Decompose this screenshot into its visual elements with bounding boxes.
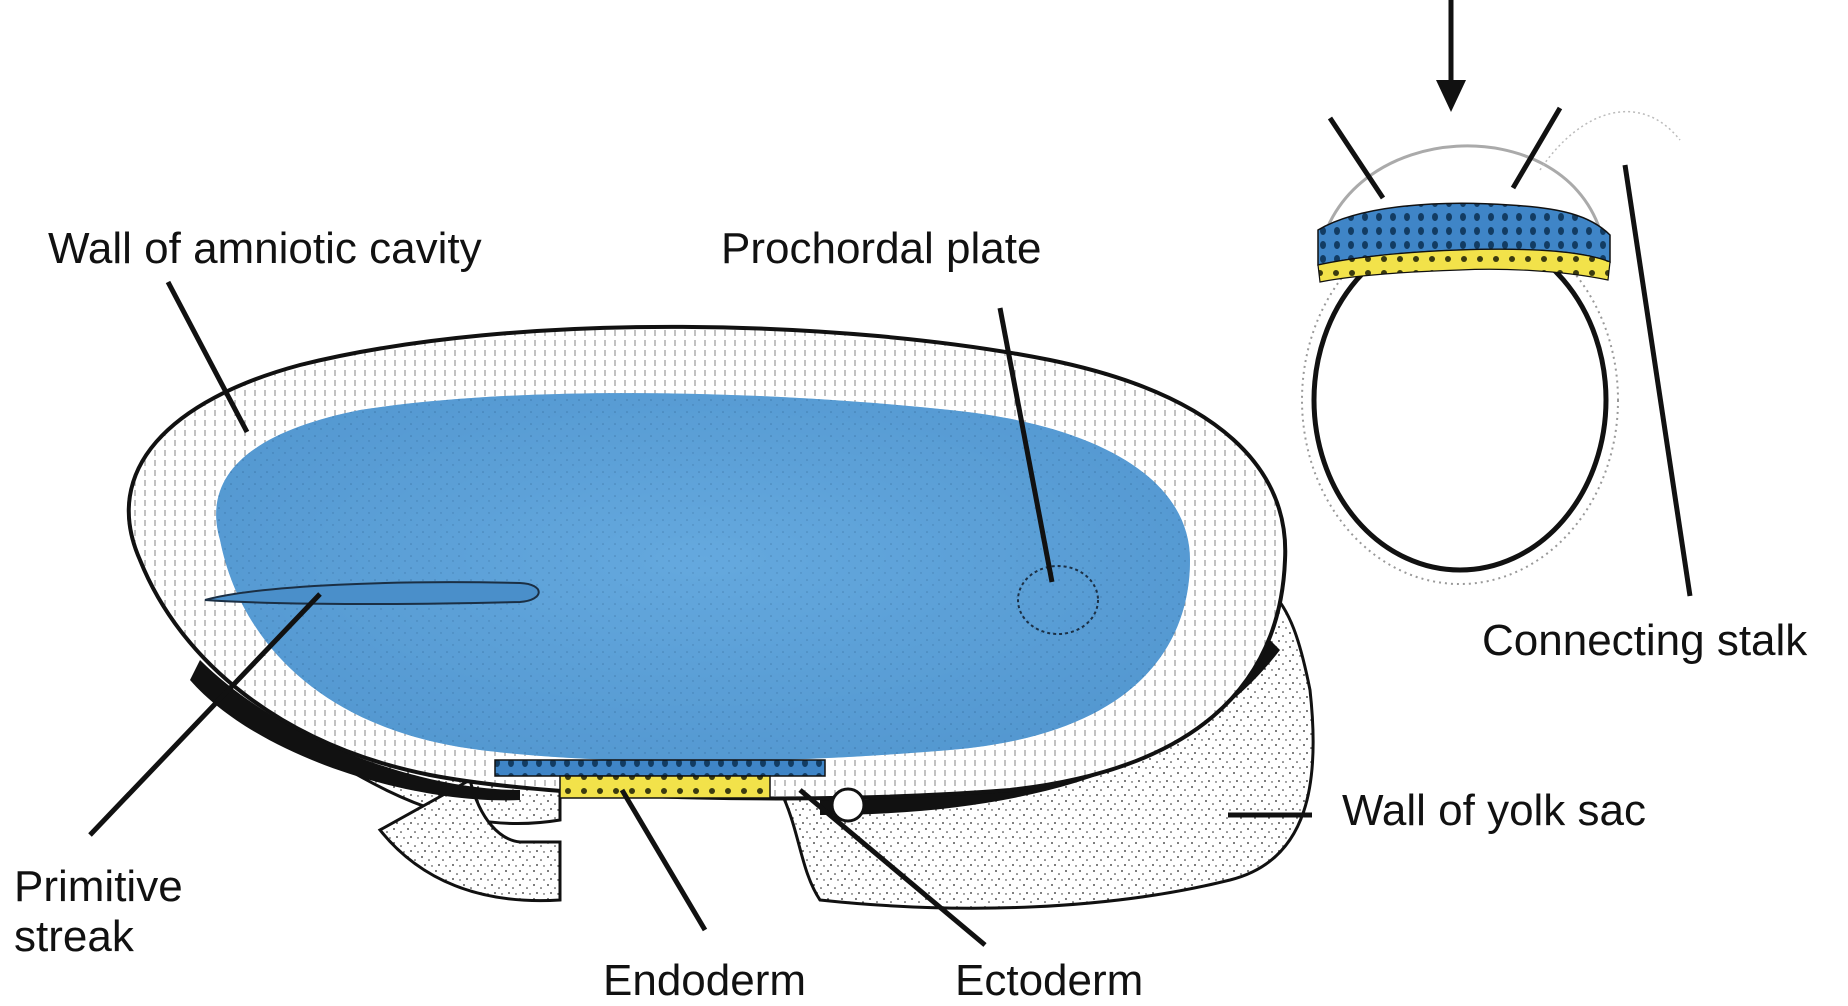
cross-section-inset xyxy=(1302,112,1680,584)
embryonic-disc xyxy=(129,327,1313,908)
ectoderm-section xyxy=(495,760,825,776)
label-primitive-streak: Primitive streak xyxy=(14,862,183,961)
inset-arrow-head xyxy=(1436,80,1466,112)
label-ectoderm: Ectoderm xyxy=(955,956,1143,1006)
leader-endoderm xyxy=(622,790,705,930)
label-prochordal-plate: Prochordal plate xyxy=(721,224,1041,274)
label-primitive-streak-line1: Primitive xyxy=(14,862,183,912)
label-endoderm: Endoderm xyxy=(603,956,806,1006)
endoderm-section xyxy=(560,776,770,798)
leader-connecting-stalk xyxy=(1625,165,1690,596)
label-wall-of-amniotic-cavity: Wall of amniotic cavity xyxy=(48,224,482,274)
label-primitive-streak-line2: streak xyxy=(14,912,183,962)
inset-leader-right xyxy=(1513,108,1560,188)
label-wall-of-yolk-sac: Wall of yolk sac xyxy=(1342,786,1646,836)
label-connecting-stalk: Connecting stalk xyxy=(1482,616,1807,666)
